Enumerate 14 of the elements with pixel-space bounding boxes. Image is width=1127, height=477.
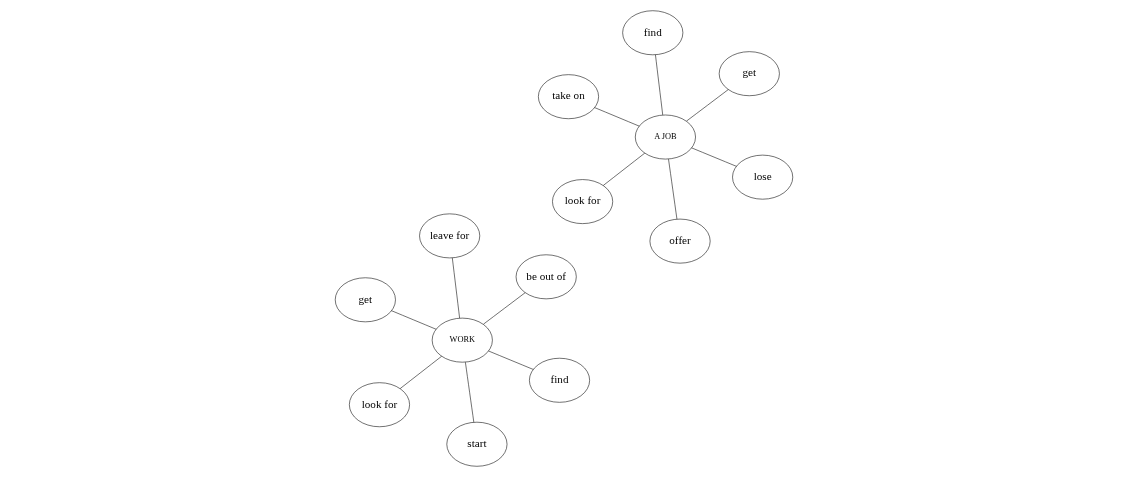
node-ellipse: find	[528, 357, 590, 403]
node-ellipse: get	[718, 51, 780, 96]
node-ellipse: be out of	[515, 254, 577, 300]
node-ellipse: get	[334, 277, 396, 323]
node-ellipse: A JOB	[634, 114, 696, 160]
node-ellipse: look for	[348, 382, 410, 428]
node-ellipse: find	[621, 10, 683, 56]
node-ellipse: offer	[649, 218, 710, 264]
node-ellipse: start	[446, 421, 507, 467]
node-ellipse: lose	[731, 154, 793, 200]
node-ellipse: leave for	[418, 213, 480, 259]
node-ellipse: look for	[551, 179, 613, 224]
node-ellipse: take on	[537, 74, 599, 119]
node-ellipse: WORK	[431, 317, 493, 363]
